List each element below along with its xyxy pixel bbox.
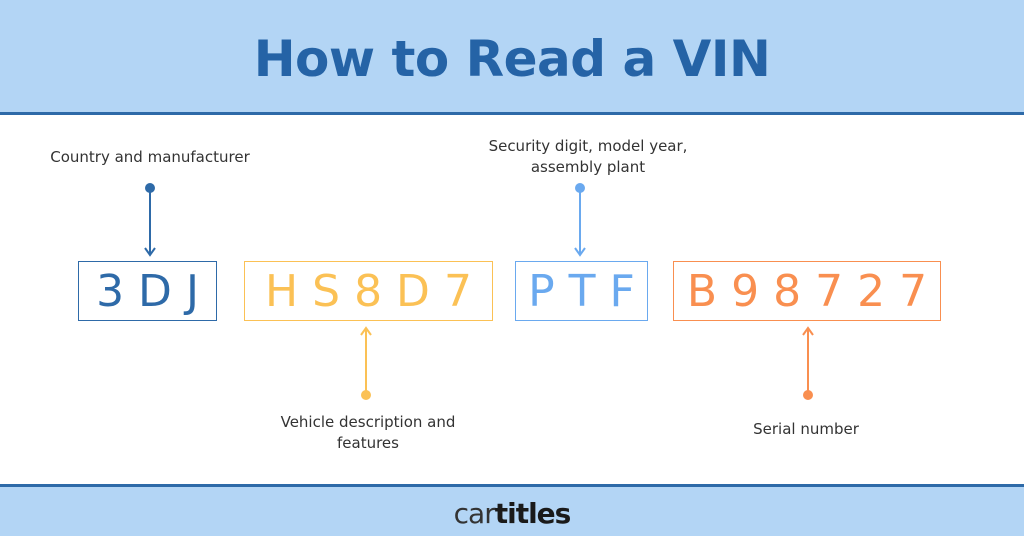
page-title: How to Read a VIN [253, 30, 771, 88]
logo-text-car: car [453, 497, 496, 530]
label-vehicle-description: Vehicle description and features [238, 412, 498, 454]
label-line: Security digit, model year, [488, 137, 688, 155]
footer-band [0, 484, 1024, 536]
label-country-manufacturer: Country and manufacturer [50, 148, 250, 166]
label-line: features [337, 434, 399, 452]
vin-segment-serial: B98727 [673, 261, 941, 321]
label-line: Vehicle description and [280, 413, 456, 431]
arrow-security [574, 183, 586, 257]
vin-segment-check: PTF [515, 261, 648, 321]
vin-segment-vds: HS8D7 [244, 261, 493, 321]
vin-segment-wmi: 3DJ [78, 261, 217, 321]
arrow-serial [802, 326, 814, 400]
header-band [0, 0, 1024, 115]
label-security-digit: Security digit, model year, assembly plan… [458, 136, 718, 178]
label-line: assembly plant [530, 158, 646, 176]
cartitles-logo: cartitles [0, 497, 1024, 530]
label-serial-number: Serial number [753, 420, 859, 438]
logo-text-titles: titles [494, 497, 572, 530]
arrow-vehicle [360, 326, 372, 400]
arrow-country [144, 183, 156, 257]
